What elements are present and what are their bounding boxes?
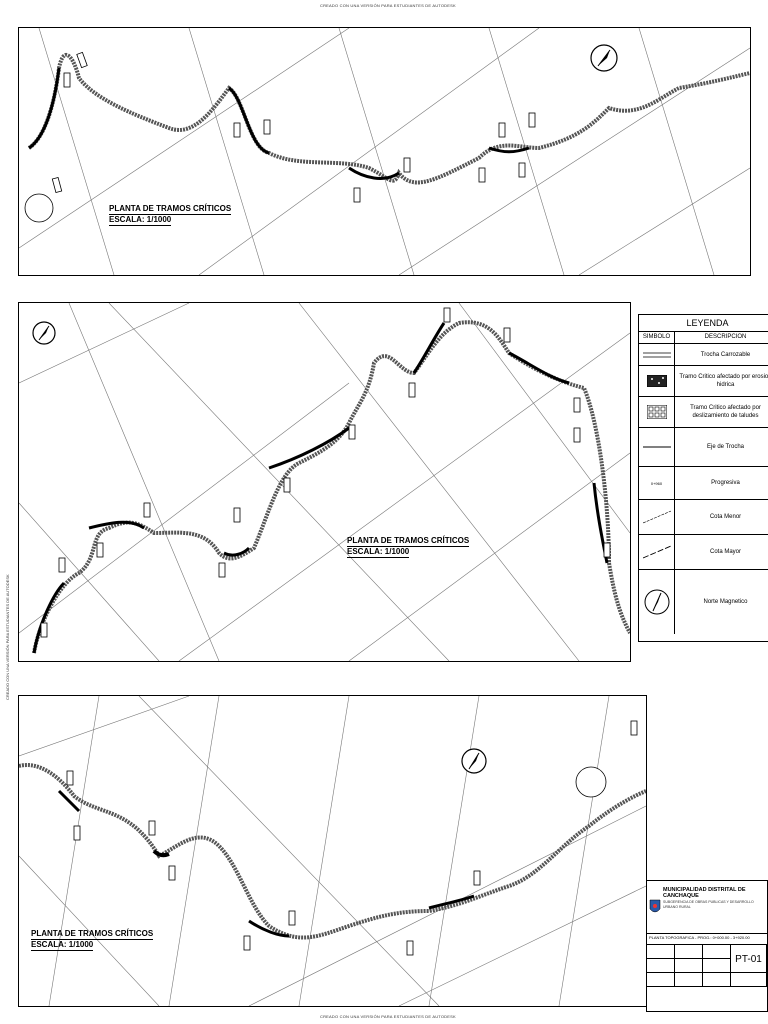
plan-frame-2: PLANTA DE TRAMOS CRÍTICOS ESCALA: 1/1000 [18, 302, 631, 662]
north-arrow-icon [461, 748, 487, 774]
plan-2-drawing [19, 303, 630, 661]
town-marker-1 [24, 193, 54, 223]
road-3 [19, 763, 646, 940]
minor-contour-icon [639, 500, 675, 534]
legend-desc: Tramo Critico afectado por erosion hidri… [679, 374, 768, 388]
unit-name: URBANO RURAL [663, 905, 691, 909]
town-marker-2 [575, 766, 607, 798]
municipality-logo-icon [647, 881, 663, 933]
legend-row: Norte Magnetico [639, 570, 768, 634]
bottom-watermark: CREADO CON UNA VERSIÓN PARA ESTUDIANTES … [320, 1014, 456, 1019]
plan-1-title: PLANTA DE TRAMOS CRÍTICOS ESCALA: 1/1000 [109, 204, 232, 226]
municipality-name: MUNICIPALIDAD DISTRITAL DE CANCHAQUE [663, 887, 746, 899]
title-block-grid: PT-01 [647, 945, 767, 987]
plan-1-drawing [19, 28, 750, 275]
legend-desc: Progresiva [711, 480, 740, 486]
major-contour-icon [639, 535, 675, 569]
axis-line-icon [639, 428, 675, 466]
top-watermark: CREADO CON UNA VERSIÓN PARA ESTUDIANTES … [320, 3, 456, 8]
title-block: MUNICIPALIDAD DISTRITAL DE CANCHAQUE SUB… [646, 880, 768, 1012]
left-watermark: CREADO CON UNA VERSIÓN PARA ESTUDIANTES … [5, 574, 10, 700]
legend-row: Tramo Critico afectado por erosion hidri… [639, 366, 768, 397]
legend-desc: Eje de Trocha [706, 444, 745, 450]
north-arrow-icon [639, 570, 675, 634]
legend-desc: Tramo Critico afectado por deslizamiento… [690, 405, 761, 419]
legend-row: Eje de Trocha [639, 428, 768, 467]
double-line-icon [639, 344, 675, 365]
legend-row: Tramo Critico afectado por deslizamiento… [639, 397, 768, 428]
plan-2-title: PLANTA DE TRAMOS CRÍTICOS ESCALA: 1/1000 [347, 536, 470, 558]
north-arrow-icon [32, 321, 56, 345]
legend-desc: Cota Mayor [709, 549, 741, 555]
squares-hatch-icon [639, 397, 675, 427]
legend-row: Trocha Carrozable [639, 344, 768, 366]
legend-panel: LEYENDA SIMBOLO DESCRIPCION Trocha Carro… [638, 314, 768, 642]
dark-hatch-icon [639, 366, 675, 396]
legend-desc: Norte Magnetico [703, 599, 748, 605]
legend-row: Cota Mayor [639, 535, 768, 570]
progressive-symbol-text: 0+960 [650, 480, 663, 486]
progressive-label-icon: 0+960 [639, 467, 675, 499]
legend-desc: Cota Menor [709, 514, 742, 520]
subgerencia-name: SUBGERENCIA DE OBRAS PUBLICAS Y DESARROL… [663, 900, 754, 904]
legend-header: SIMBOLO DESCRIPCION [639, 332, 768, 344]
north-arrow-icon [590, 44, 618, 72]
plan-3-drawing [19, 696, 646, 1006]
sheet-code: PT-01 [731, 945, 767, 973]
legend-col-symbol: SIMBOLO [639, 332, 675, 343]
plan-frame-1: PLANTA DE TRAMOS CRÍTICOS ESCALA: 1/1000 [18, 27, 751, 276]
plano-title: PLANTA TOPOGRAFICA - PROG.: 0+000.00 - 3… [647, 934, 767, 945]
legend-row: 0+960 Progresiva [639, 467, 768, 500]
title-block-header: MUNICIPALIDAD DISTRITAL DE CANCHAQUE SUB… [647, 881, 767, 934]
legend-row: Cota Menor [639, 500, 768, 535]
road-1 [27, 53, 750, 185]
legend-desc: Trocha Carrozable [700, 351, 751, 358]
plan-frame-3: PLANTA DE TRAMOS CRÍTICOS ESCALA: 1/1000 [18, 695, 647, 1007]
legend-title: LEYENDA [639, 315, 768, 332]
plan-3-title: PLANTA DE TRAMOS CRÍTICOS ESCALA: 1/1000 [31, 929, 154, 951]
legend-col-desc: DESCRIPCION [704, 334, 747, 340]
